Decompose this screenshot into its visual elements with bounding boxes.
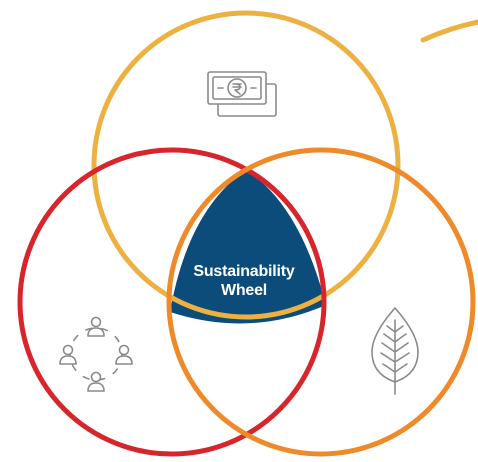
center-label-line1: Sustainability (193, 263, 295, 280)
center-label: Sustainability Wheel (170, 262, 318, 300)
center-intersection (170, 170, 326, 324)
center-label-line2: Wheel (220, 282, 268, 299)
decorative-arc (420, 19, 478, 43)
top-circle (91, 10, 401, 320)
leaf-icon (371, 307, 419, 395)
people-network-icon (59, 316, 133, 392)
rupee-cash-icon (207, 71, 277, 117)
left-circle (17, 147, 327, 457)
right-circle (166, 147, 476, 457)
